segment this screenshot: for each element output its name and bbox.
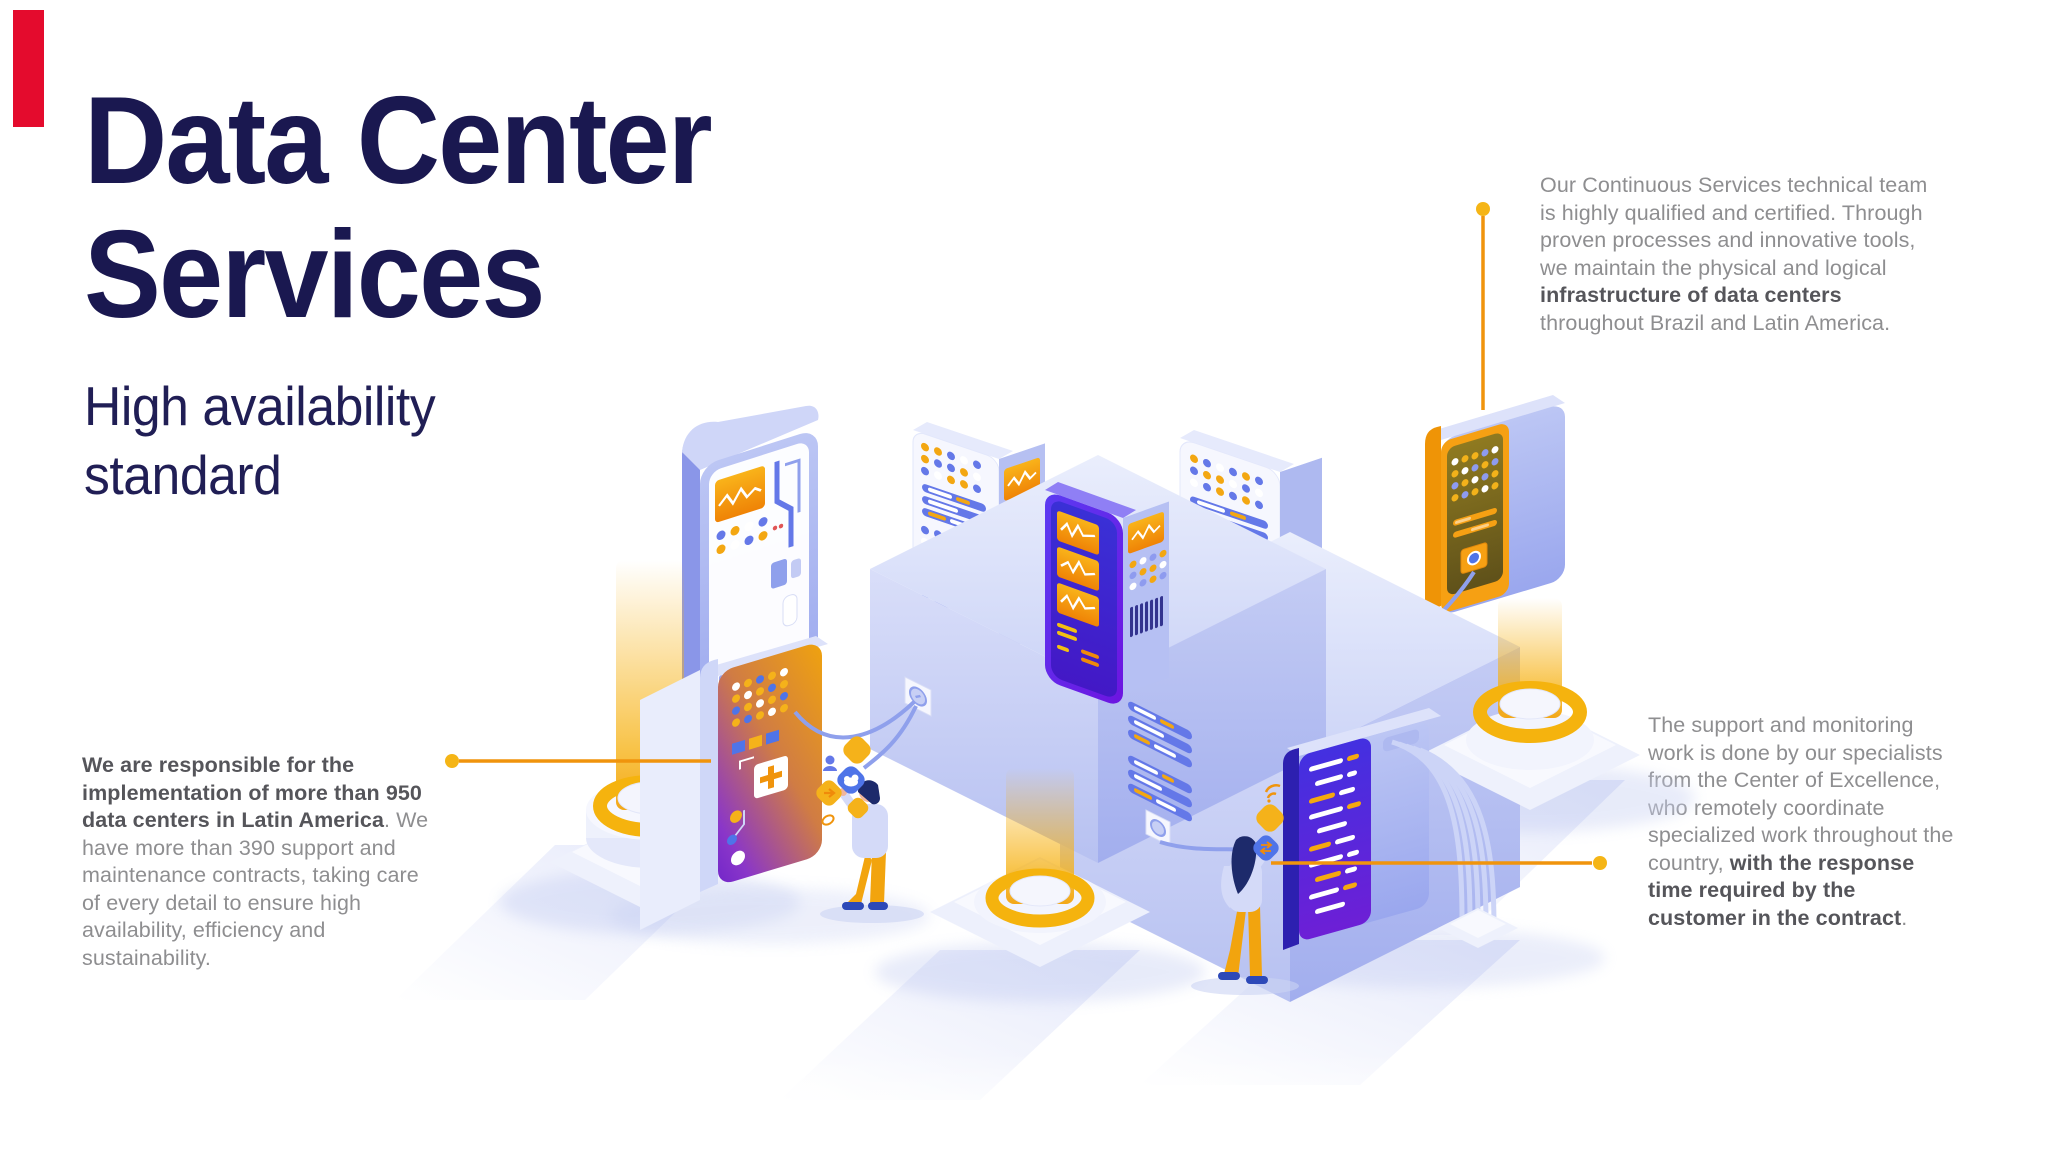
floating-icons-left <box>816 736 871 826</box>
data-blob-icon <box>843 736 871 764</box>
pedestal-right <box>1420 598 1640 810</box>
data-blob-icon <box>847 797 869 819</box>
waveform-screen-icon <box>1060 521 1096 539</box>
server-tower-indigo <box>1283 708 1518 950</box>
bottom-fade <box>380 930 1800 1152</box>
server-tower-orange <box>1359 395 1565 674</box>
connector-dot-top-right <box>1476 202 1490 216</box>
floating-icons-right <box>1253 784 1284 861</box>
server-tower-purple <box>1045 482 1169 704</box>
subtitle-line-1: High availability <box>84 375 436 437</box>
red-accent-bar <box>13 10 44 127</box>
wall-plug-2 <box>1145 809 1171 847</box>
page-title: Data Center Services <box>84 72 713 344</box>
server-cables <box>1391 739 1497 929</box>
orange-server-panel <box>1451 446 1499 574</box>
user-icon <box>823 755 837 771</box>
technician-man <box>820 780 924 923</box>
callout-bottom-right-text: The support and monitoring work is done … <box>1648 713 1954 930</box>
arrow-icon <box>1253 835 1279 861</box>
leaf-icon <box>821 814 835 826</box>
server-tower-gradient <box>640 636 828 930</box>
subtitle-line-2: standard <box>84 444 282 506</box>
glow-ring <box>1473 681 1587 743</box>
hair <box>857 780 881 805</box>
platform-pill-rows <box>1128 701 1192 822</box>
glow-ring <box>985 868 1095 928</box>
callout-left-text: We are responsible for the implementatio… <box>82 753 429 970</box>
waveform-screen-icon <box>1060 559 1096 576</box>
gradient-server-panel <box>727 668 788 866</box>
callout-connectors <box>445 202 1607 870</box>
waveform-screen-icon <box>1131 523 1161 541</box>
title-line-2: Services <box>84 206 545 344</box>
hair <box>1231 836 1257 894</box>
callout-top-right-text: Our Continuous Services technical team i… <box>1540 173 1928 335</box>
page-subtitle: High availability standard <box>84 372 436 510</box>
connector-dot-bottom-right <box>1593 856 1607 870</box>
data-blob-icon <box>1256 804 1284 832</box>
connector-dot-left <box>445 754 459 768</box>
wifi-icon <box>1264 784 1281 803</box>
waveform-screen-icon <box>718 486 762 507</box>
title-line-1: Data Center <box>84 72 713 210</box>
arrow-icon <box>816 780 842 806</box>
waveform-screen-icon <box>1007 470 1037 487</box>
cloud-icon <box>837 766 865 794</box>
waveform-screen-icon <box>1060 593 1096 611</box>
